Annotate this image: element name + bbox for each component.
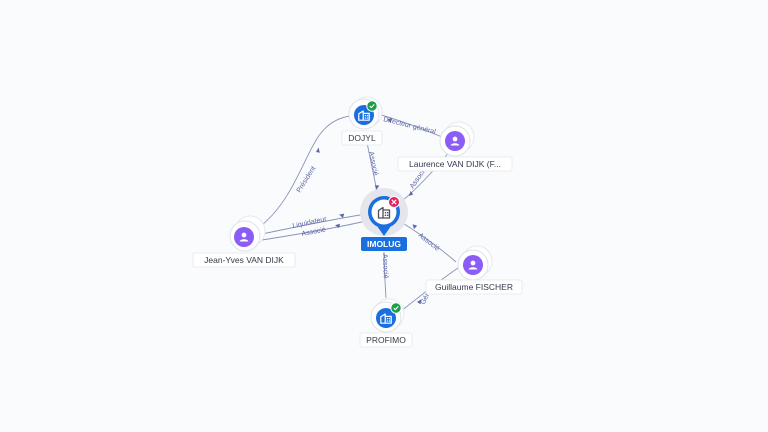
edge-jeanyves-dojyl[interactable]: Président bbox=[261, 115, 351, 226]
building-icon bbox=[377, 206, 391, 219]
check-badge-icon bbox=[390, 302, 402, 314]
check-badge-icon bbox=[366, 100, 378, 112]
edge-jeanyves-imolug-associe[interactable]: Associé bbox=[261, 220, 367, 241]
edge-label-associe-jeanyves: Associé bbox=[301, 226, 327, 238]
edge-guillaume-imolug[interactable]: Associé bbox=[400, 221, 457, 263]
node-label-profimo: PROFIMO bbox=[366, 335, 406, 345]
edge-laurence-dojyl[interactable]: Directeur général bbox=[377, 113, 448, 140]
node-label-laurence: Laurence VAN DIJK (F... bbox=[409, 159, 501, 169]
node-label-dojyl: DOJYL bbox=[348, 133, 376, 143]
node-laurence[interactable]: Laurence VAN DIJK (F... bbox=[397, 121, 513, 172]
node-label-jeanyves: Jean-Yves VAN DIJK bbox=[204, 255, 284, 265]
node-dojyl[interactable]: DOJYL bbox=[341, 96, 383, 146]
node-label-guillaume: Guillaume FISCHER bbox=[435, 282, 513, 292]
close-badge-icon bbox=[388, 196, 400, 208]
edge-label-associe-dojyl: Associé bbox=[367, 151, 379, 177]
node-imolug[interactable]: IMOLUG bbox=[360, 188, 408, 251]
node-jeanyves[interactable]: Jean-Yves VAN DIJK bbox=[192, 215, 296, 268]
edge-imolug-profimo[interactable]: Associé bbox=[381, 251, 389, 299]
node-label-imolug: IMOLUG bbox=[367, 239, 401, 249]
edge-label-president: Président bbox=[296, 165, 318, 194]
edge-label-directeur: Directeur général bbox=[383, 116, 437, 136]
edge-label-associe-guillaume: Associé bbox=[417, 232, 441, 253]
edge-label-associe-profimo: Associé bbox=[381, 254, 389, 279]
node-profimo[interactable]: PROFIMO bbox=[359, 298, 413, 348]
node-guillaume[interactable]: Guillaume FISCHER bbox=[425, 245, 523, 295]
